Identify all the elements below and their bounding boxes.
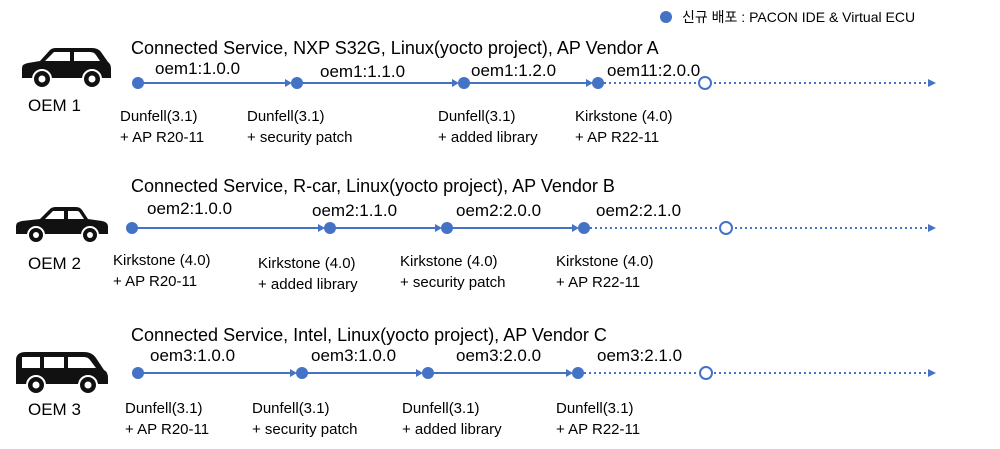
release-change: + AP R20-11 <box>125 421 210 438</box>
arrow-head <box>566 369 573 377</box>
release-change: + AP R22-11 <box>556 421 641 438</box>
legend-text: 신규 배포 : PACON IDE & Virtual ECU <box>682 9 916 25</box>
arrow-head <box>586 79 593 87</box>
release-node <box>572 367 584 379</box>
arrow-head <box>318 224 325 232</box>
release-node <box>132 77 144 89</box>
oem-2-title: Connected Service, R-car, Linux(yocto pr… <box>131 176 615 196</box>
arrow-head <box>435 224 442 232</box>
release-node <box>296 367 308 379</box>
release-change: + AP R22-11 <box>575 129 660 146</box>
release-node <box>126 222 138 234</box>
arrow-head <box>928 369 936 377</box>
arrow-head <box>285 79 292 87</box>
version-label: oem2:1.0.0 <box>147 199 233 218</box>
release-change: + security patch <box>247 129 353 146</box>
version-label: oem2:2.0.0 <box>456 201 542 220</box>
release-note: Dunfell(3.1) + AP R22-11 <box>556 398 640 440</box>
release-base: Kirkstone (4.0) <box>113 252 211 269</box>
release-note: Dunfell(3.1) + security patch <box>247 106 352 148</box>
release-base: Kirkstone (4.0) <box>258 255 356 272</box>
oem-2-label: OEM 2 <box>28 254 81 273</box>
arrow-head <box>928 224 936 232</box>
version-label: oem3:1.0.0 <box>311 346 397 365</box>
release-change: + added library <box>258 276 358 293</box>
arrow-head <box>928 79 936 87</box>
release-base: Dunfell(3.1) <box>438 108 516 125</box>
release-change: + added library <box>402 421 502 438</box>
version-label: oem3:2.0.0 <box>456 346 542 365</box>
arrow-head <box>290 369 297 377</box>
oem-1-label: OEM 1 <box>28 96 81 115</box>
release-note: Kirkstone (4.0) + AP R22-11 <box>575 106 673 148</box>
release-node <box>132 367 144 379</box>
oem-3-title: Connected Service, Intel, Linux(yocto pr… <box>131 325 607 345</box>
release-base: Kirkstone (4.0) <box>556 253 654 270</box>
planned-release-node <box>719 221 733 235</box>
version-label: oem2:2.1.0 <box>596 201 682 220</box>
suv-icon <box>22 48 111 89</box>
release-base: Kirkstone (4.0) <box>575 108 673 125</box>
arrow-head <box>416 369 423 377</box>
arrow-head <box>572 224 579 232</box>
release-base: Dunfell(3.1) <box>402 400 480 417</box>
release-note: Kirkstone (4.0) + added library <box>258 253 358 295</box>
release-change: + AP R22-11 <box>556 274 641 291</box>
release-change: + AP R20-11 <box>113 273 198 290</box>
release-change: + AP R20-11 <box>120 129 205 146</box>
release-node <box>291 77 303 89</box>
release-note: Kirkstone (4.0) + AP R22-11 <box>556 251 654 293</box>
release-note: Dunfell(3.1) + added library <box>438 106 538 148</box>
release-node <box>441 222 453 234</box>
version-label: oem1:1.1.0 <box>320 62 406 81</box>
release-note: Dunfell(3.1) + AP R20-11 <box>125 398 209 440</box>
release-base: Dunfell(3.1) <box>252 400 330 417</box>
version-label: oem1:1.0.0 <box>155 59 241 78</box>
release-note: Kirkstone (4.0) + security patch <box>400 251 505 293</box>
arrow-head <box>452 79 459 87</box>
release-note: Dunfell(3.1) + AP R20-11 <box>120 106 204 148</box>
release-node <box>592 77 604 89</box>
sedan-icon <box>16 207 108 244</box>
release-change: + security patch <box>400 274 506 291</box>
release-note: Kirkstone (4.0) + AP R20-11 <box>113 250 211 292</box>
release-change: + added library <box>438 129 538 146</box>
release-base: Dunfell(3.1) <box>556 400 634 417</box>
planned-release-node <box>699 366 713 380</box>
release-node <box>578 222 590 234</box>
version-label: oem3:2.1.0 <box>597 346 683 365</box>
release-node <box>422 367 434 379</box>
planned-release-node <box>698 76 712 90</box>
release-base: Dunfell(3.1) <box>247 108 325 125</box>
release-base: Kirkstone (4.0) <box>400 253 498 270</box>
release-base: Dunfell(3.1) <box>125 400 203 417</box>
release-node <box>324 222 336 234</box>
release-note: Dunfell(3.1) + added library <box>402 398 502 440</box>
release-base: Dunfell(3.1) <box>120 108 198 125</box>
version-label: oem2:1.1.0 <box>312 201 398 220</box>
version-label: oem3:1.0.0 <box>150 346 236 365</box>
oem-1-title: Connected Service, NXP S32G, Linux(yocto… <box>131 38 659 58</box>
legend-dot-icon <box>660 11 672 23</box>
van-icon <box>16 352 108 395</box>
release-note: Dunfell(3.1) + security patch <box>252 398 357 440</box>
release-node <box>458 77 470 89</box>
oem-3-label: OEM 3 <box>28 400 81 419</box>
release-change: + security patch <box>252 421 358 438</box>
version-label: oem11:2.0.0 <box>607 61 701 80</box>
version-label: oem1:1.2.0 <box>471 61 557 80</box>
legend: 신규 배포 : PACON IDE & Virtual ECU <box>660 7 915 27</box>
